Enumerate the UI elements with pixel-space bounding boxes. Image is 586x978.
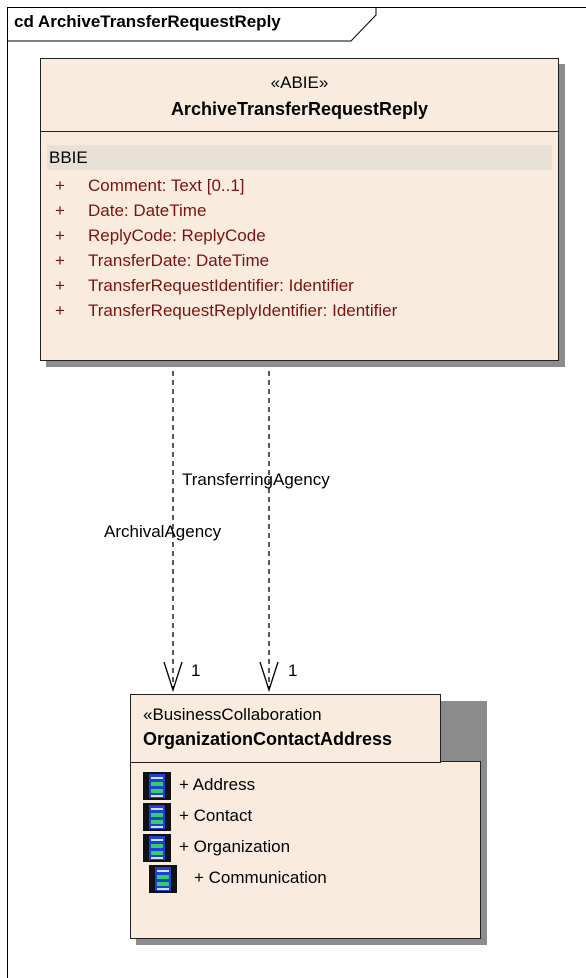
attribute-visibility: + bbox=[55, 251, 65, 270]
part-icon bbox=[143, 772, 171, 800]
part-label: + Communication bbox=[194, 868, 327, 887]
bbie-section-header: BBIE bbox=[47, 145, 552, 170]
abie-divider bbox=[41, 131, 558, 132]
archival-agency-role: ArchivalAgency bbox=[104, 522, 222, 541]
attribute-text: TransferDate: DateTime bbox=[88, 251, 270, 270]
diagram-title: cd ArchiveTransferRequestReply bbox=[14, 12, 281, 31]
collaboration-stereotype: «BusinessCollaboration bbox=[143, 705, 322, 724]
abie-class-box[interactable]: «ABIE» ArchiveTransferRequestReply BBIE … bbox=[40, 58, 559, 361]
abie-class-name: ArchiveTransferRequestReply bbox=[170, 99, 429, 119]
transferring-agency-arrowhead bbox=[259, 661, 279, 693]
collaboration-name: OrganizationContactAddress bbox=[143, 729, 393, 749]
attribute-text: TransferRequestReplyIdentifier: Identifi… bbox=[88, 301, 398, 320]
part-icon bbox=[149, 865, 177, 893]
transferring-agency-multiplicity: 1 bbox=[288, 661, 298, 680]
attribute-text: ReplyCode: ReplyCode bbox=[88, 226, 266, 245]
abie-stereotype: «ABIE» bbox=[270, 73, 329, 92]
attribute-visibility: + bbox=[55, 226, 65, 245]
attribute-text: TransferRequestIdentifier: Identifier bbox=[88, 276, 354, 295]
part-label: + Address bbox=[179, 775, 256, 794]
attribute-text: Comment: Text [0..1] bbox=[88, 176, 245, 195]
attribute-visibility: + bbox=[55, 301, 65, 320]
part-icon bbox=[143, 803, 171, 831]
diagram-frame bbox=[7, 7, 586, 978]
attribute-text: Date: DateTime bbox=[88, 201, 207, 220]
archival-agency-multiplicity: 1 bbox=[191, 661, 201, 680]
part-label: + Contact bbox=[179, 806, 253, 825]
attribute-visibility: + bbox=[55, 201, 65, 220]
collaboration-header[interactable]: «BusinessCollaboration OrganizationConta… bbox=[130, 694, 441, 763]
part-label: + Organization bbox=[179, 837, 291, 856]
collaboration-body[interactable]: + Address + Contact bbox=[130, 761, 481, 939]
attribute-visibility: + bbox=[55, 276, 65, 295]
attribute-visibility: + bbox=[55, 176, 65, 195]
transferring-agency-role: TransferringAgency bbox=[182, 470, 330, 489]
part-icon bbox=[143, 834, 171, 862]
archival-agency-arrowhead bbox=[163, 661, 183, 693]
